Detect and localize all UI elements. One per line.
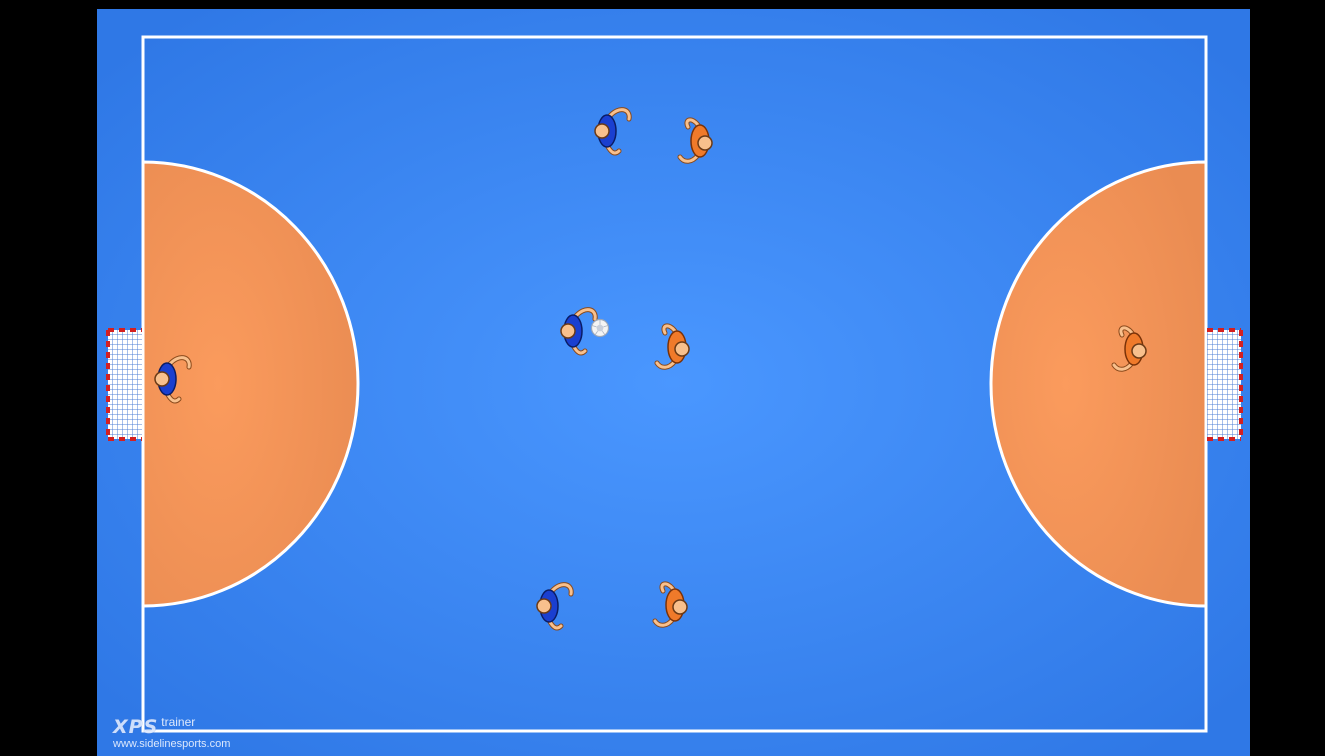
soccer-ball-icon[interactable] (592, 320, 609, 337)
court-drawing (97, 9, 1250, 756)
xps-logo: XPS (113, 718, 158, 737)
left-goal (108, 330, 142, 439)
logo-suffix: trainer (161, 716, 195, 728)
right-goal (1207, 330, 1241, 439)
xps-trainer-watermark: XPS trainer www.sidelinesports.com (113, 718, 230, 750)
watermark-url: www.sidelinesports.com (113, 738, 230, 750)
futsal-court-canvas: XPS trainer www.sidelinesports.com (97, 9, 1250, 756)
